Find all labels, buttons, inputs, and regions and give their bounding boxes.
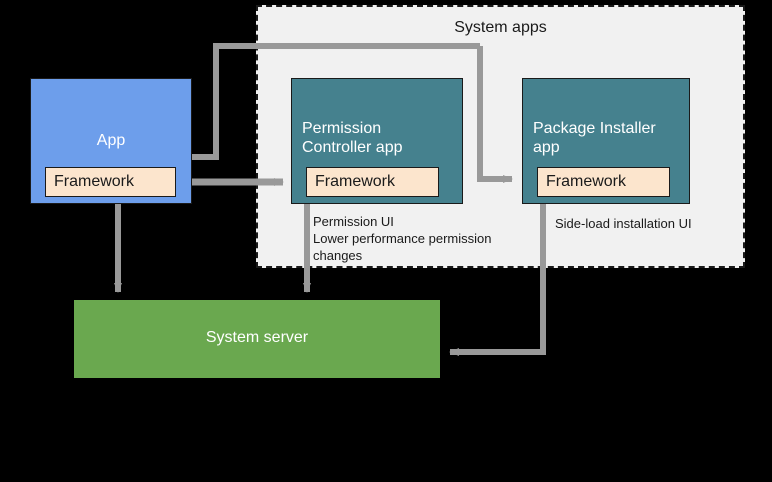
node-app[interactable]: App Framework	[30, 78, 192, 204]
node-package-installer-app[interactable]: Package Installer app Framework	[522, 78, 690, 204]
node-package-installer-title: Package Installer app	[533, 120, 656, 156]
node-system-server[interactable]: System server	[74, 300, 440, 378]
node-permission-controller-framework[interactable]: Framework	[306, 167, 439, 197]
node-app-title: App	[96, 132, 126, 149]
node-permission-controller-app[interactable]: Permission Controller app Framework	[291, 78, 463, 204]
system-apps-group-title: System apps	[454, 19, 547, 36]
node-permission-controller-title: Permission Controller app	[302, 120, 403, 156]
permission-controller-caption: Permission UI Lower performance permissi…	[313, 214, 492, 263]
node-system-server-title: System server	[205, 329, 309, 346]
node-package-installer-framework[interactable]: Framework	[537, 167, 670, 197]
package-installer-caption: Side-load installation UI	[555, 216, 692, 231]
node-app-framework[interactable]: Framework	[45, 167, 176, 197]
